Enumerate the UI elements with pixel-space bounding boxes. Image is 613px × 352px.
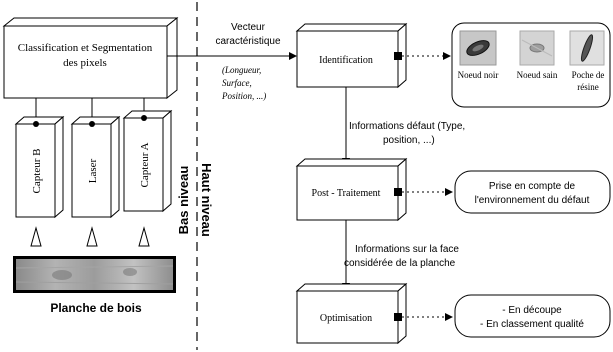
sensor-label: Capteur B — [31, 149, 43, 194]
optimisation-block: Optimisation — [295, 282, 408, 345]
info-face-line1: Informations sur la face — [355, 244, 459, 255]
defect-label: Noeud sain — [517, 70, 558, 80]
sensor-label: Laser — [87, 158, 99, 183]
post-output-line1: Prise en compte de — [489, 181, 576, 192]
optim-output-line2: - En classement qualité — [480, 319, 584, 330]
sensor-beams — [30, 226, 150, 247]
sensor-label: Capteur A — [139, 142, 151, 187]
post-traitement-label: Post - Traitement — [312, 188, 381, 199]
post-traitement-block: Post - Traitement — [295, 157, 408, 222]
classification-box: Classification et Segmentation des pixel… — [2, 16, 179, 100]
sensor-capteur-b: Capteur B — [14, 115, 65, 219]
sensor-capteur-a: Capteur A — [122, 109, 173, 213]
defect-panel: Noeud noir Noeud sain Poche de résine — [451, 22, 611, 108]
optimisation-label: Optimisation — [320, 313, 372, 324]
classification-label-line1: Classification et Segmentation — [18, 42, 153, 54]
defect-label: Noeud noir — [458, 70, 499, 80]
defect-label: résine — [577, 82, 599, 92]
bas-niveau-label: Bas niveau — [176, 166, 191, 235]
info-defaut-line1: Informations défaut (Type, — [349, 121, 465, 132]
vector-param: Position, ...) — [221, 91, 266, 101]
board-label: Planche de bois — [50, 301, 142, 315]
vector-label-line2: caractéristique — [215, 36, 280, 47]
info-face-line2: considérée de la planche — [344, 258, 456, 269]
optim-output-line1: - En découpe — [502, 305, 562, 316]
wood-board — [13, 256, 176, 293]
vector-param: Surface, — [222, 78, 252, 88]
post-output-line2: l'environnement du défaut — [475, 195, 590, 206]
info-defaut-line2: position, ...) — [383, 135, 435, 146]
optim-output-box: - En découpe - En classement qualité — [454, 294, 611, 338]
vector-label-line1: Vecteur — [231, 22, 266, 33]
noeud-sain-image — [519, 30, 555, 66]
classification-label-line2: des pixels — [63, 57, 107, 69]
haut-niveau-label: Haut niveau — [199, 163, 214, 237]
identification-label: Identification — [319, 55, 373, 66]
post-output-box: Prise en compte de l'environnement du dé… — [454, 170, 611, 214]
identification-block: Identification — [295, 22, 408, 89]
vector-param: (Longueur, — [222, 65, 261, 75]
defect-label: Poche de — [572, 70, 605, 80]
sensor-laser: Laser — [70, 115, 121, 219]
